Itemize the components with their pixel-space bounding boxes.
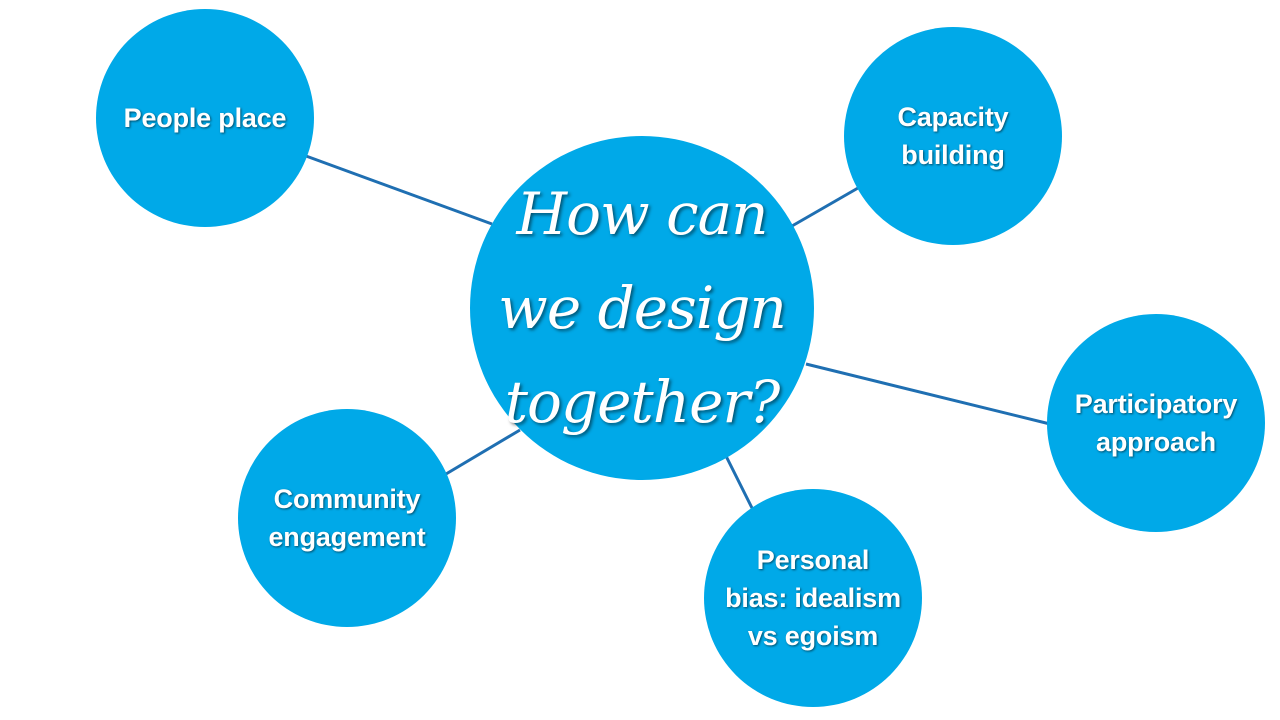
node-community-engagement: Community engagement [238, 409, 456, 627]
node-people-place: People place [96, 9, 314, 227]
node-participatory-approach-label: Participatory approach [1074, 389, 1238, 457]
center-question: How can we design together? [498, 180, 787, 436]
node-personal-bias: Personal bias: idealism vs egoism [704, 489, 922, 707]
node-capacity-building: Capacity building [844, 27, 1062, 245]
node-people-place-label: People place [123, 103, 287, 133]
connector-personal-bias [724, 455, 754, 509]
connector-participatory-approach [805, 362, 1051, 426]
node-participatory-approach: Participatory approach [1047, 314, 1265, 532]
connector-people-place [305, 154, 493, 226]
connector-community-engagement [445, 428, 521, 476]
center-node: How can we design together? [470, 136, 814, 480]
node-community-engagement-label: Community engagement [268, 484, 426, 552]
connector-capacity-building [791, 186, 859, 228]
node-personal-bias-label: Personal bias: idealism vs egoism [725, 545, 901, 651]
node-capacity-building-label: Capacity building [897, 102, 1009, 170]
